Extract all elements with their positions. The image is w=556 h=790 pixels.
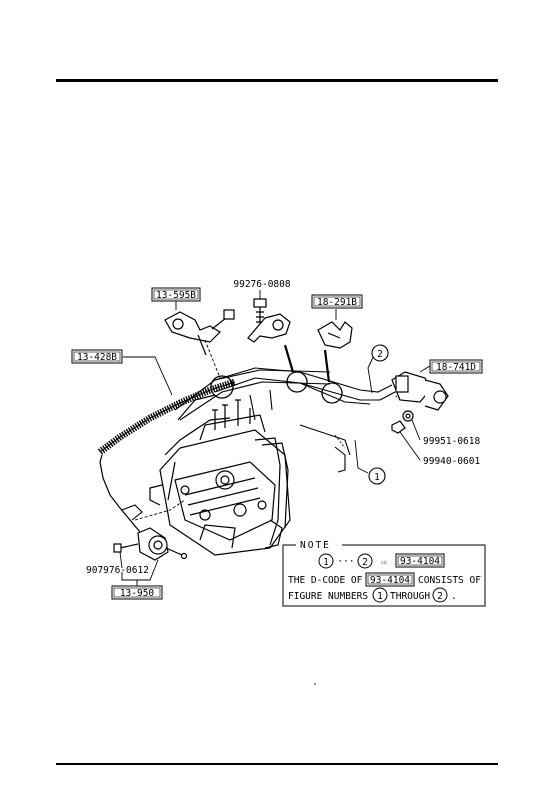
- label-13-950: 13-950: [111, 585, 163, 600]
- note-title: NOTE: [300, 540, 331, 551]
- label-99940-0601: 99940-0601: [423, 456, 480, 467]
- note-arrow: ⇨: [381, 557, 387, 568]
- note-line2-dcode: 93-4104: [370, 575, 410, 586]
- note-line3-n2: 2: [437, 591, 443, 602]
- note-box: NOTE 1 ··· 2 ⇨ 93-4104 THE D-CODE OF 93-…: [282, 539, 486, 607]
- label-13-428b: 13-428B: [71, 349, 123, 364]
- note-range-dots: ···: [337, 556, 354, 567]
- label-13-595b: 13-595B: [151, 287, 201, 302]
- bolt-99276-illustration: [247, 298, 291, 343]
- note-range-from: 1: [323, 557, 329, 568]
- label-907976-0612: 907976-0612: [86, 565, 149, 576]
- header-rule: [56, 79, 498, 82]
- note-line3-prefix: FIGURE NUMBERS: [288, 591, 368, 602]
- label-18-291b: 18-291B: [311, 294, 363, 309]
- label-18-741d: 18-741D: [429, 359, 483, 374]
- footer-rule: [56, 763, 498, 765]
- clamp-13-595b-illustration: [164, 309, 235, 356]
- label-99276-0808: 99276-0808: [233, 279, 290, 290]
- callout-1-text: 1: [374, 472, 380, 483]
- note-range-to: 2: [362, 557, 368, 568]
- speck: [314, 683, 316, 685]
- clamp-rings: [210, 371, 343, 404]
- vacuum-pipe: [214, 367, 396, 405]
- label-13-595b-text: 13-595B: [156, 290, 196, 301]
- note-line2-prefix: THE D-CODE OF: [288, 575, 363, 586]
- injection-pump-illustration: [149, 394, 291, 556]
- leader-lines: [119, 290, 431, 592]
- note-dcode: 93-4104: [400, 556, 440, 567]
- label-13-428b-text: 13-428B: [77, 352, 117, 363]
- callout-2: 2: [371, 344, 389, 362]
- note-line3-mid: THROUGH: [390, 591, 430, 602]
- callout-1: 1: [368, 467, 386, 485]
- label-99951-0618: 99951-0618: [423, 436, 480, 447]
- accelerator-cable-illustration: [97, 378, 237, 533]
- note-line3-end: .: [451, 591, 457, 602]
- label-18-291b-text: 18-291B: [317, 297, 357, 308]
- callout-2-text: 2: [377, 349, 383, 360]
- note-line3-n1: 1: [377, 591, 383, 602]
- sensor-18-741d-illustration: [391, 371, 449, 434]
- label-18-741d-text: 18-741D: [436, 362, 476, 373]
- actuator-illustration: [113, 527, 188, 561]
- note-line2-suffix: CONSISTS OF: [418, 575, 481, 586]
- label-13-950-text: 13-950: [120, 588, 155, 599]
- clip-18-291b-illustration: [317, 321, 353, 349]
